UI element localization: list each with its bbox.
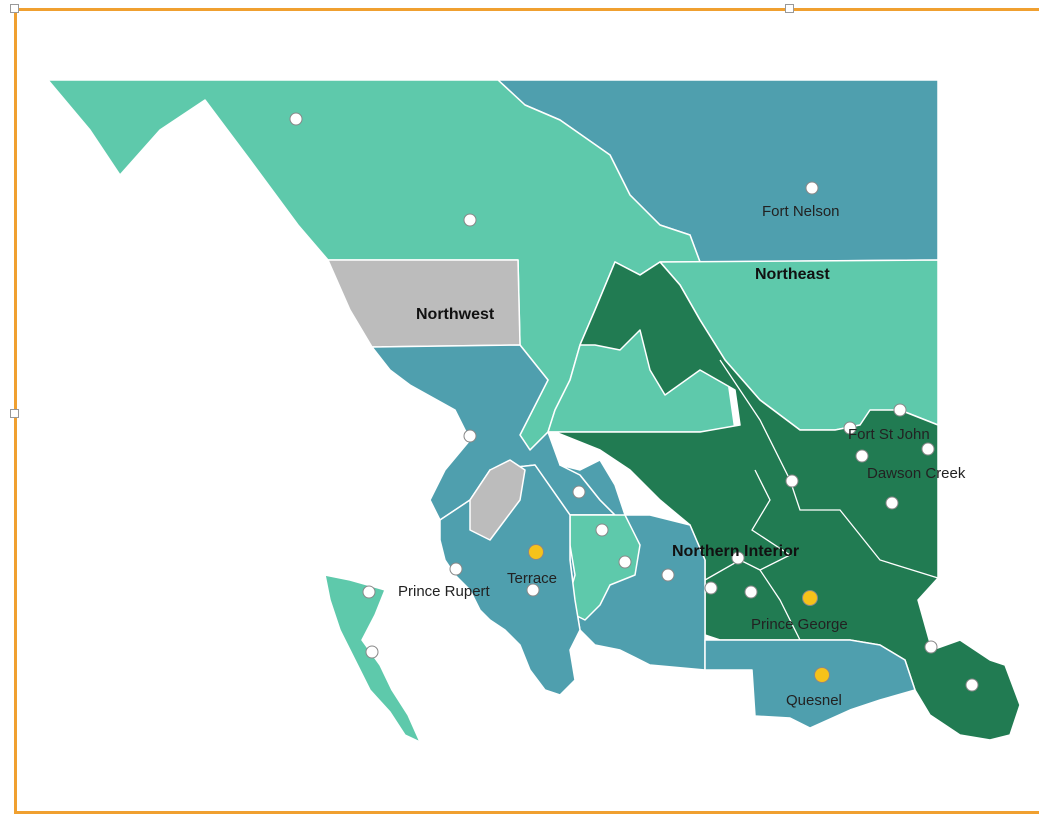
city-label-prince-george: Prince George [751,616,848,633]
region-cariboo [704,639,916,729]
city-labels: Fort Nelson Fort St John Dawson Creek Pr… [398,203,966,709]
city-dot-terrace [528,544,544,560]
city-dot [661,568,675,582]
city-dot [526,583,540,597]
resize-handle-middle-left[interactable] [10,409,19,418]
region-label-northwest: Northwest [416,306,495,323]
region-polygons [47,79,1021,743]
city-dot-dawson-creek [921,442,935,456]
region-bulkley [564,514,641,621]
city-label-fort-st-john: Fort St John [848,426,930,443]
city-dot [365,645,379,659]
city-dot [744,585,758,599]
city-label-dawson-creek: Dawson Creek [867,465,966,482]
city-dot-prince-george [802,590,818,606]
city-dot-quesnel [814,667,830,683]
city-dot [572,485,586,499]
city-dot [289,112,303,126]
city-dot [362,585,376,599]
resize-handle-top-middle[interactable] [785,4,794,13]
city-dot [924,640,938,654]
region-label-northern-interior: Northern Interior [672,543,799,560]
city-dot-fort-st-john [843,421,857,435]
city-markers [289,112,979,692]
resize-handle-top-left[interactable] [10,4,19,13]
city-dot [855,449,869,463]
region-haida-gwaii [324,574,421,743]
city-dot-fort-nelson [805,181,819,195]
region-gray-small [469,459,526,541]
city-dot [893,403,907,417]
city-label-fort-nelson: Fort Nelson [762,203,840,220]
city-dot [731,551,745,565]
city-dot [965,678,979,692]
city-dot [885,496,899,510]
region-label-northeast: Northeast [755,266,830,283]
city-dot [618,555,632,569]
city-dot-prince-rupert [449,562,463,576]
region-northwest-gray [327,259,521,348]
city-dot [785,474,799,488]
city-dot [463,213,477,227]
city-label-terrace: Terrace [507,570,557,587]
city-dot [595,523,609,537]
city-dot [704,581,718,595]
region-labels: Northwest Northeast Northern Interior [416,266,830,560]
city-label-quesnel: Quesnel [786,692,842,709]
city-label-prince-rupert: Prince Rupert [398,583,491,600]
city-dot [463,429,477,443]
